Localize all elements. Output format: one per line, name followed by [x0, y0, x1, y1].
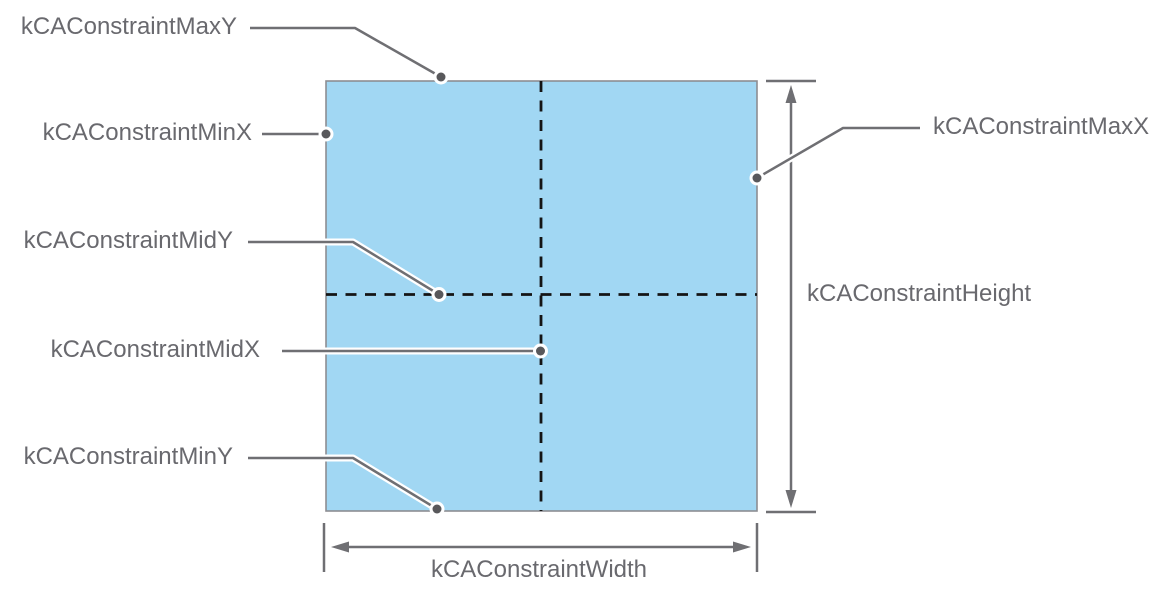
label-height: kCAConstraintHeight	[807, 280, 1032, 307]
leader-max-y	[246, 24, 449, 85]
min-y-anchor-dot	[432, 504, 442, 514]
height-dimension-arrow	[766, 79, 816, 514]
leader-min-y	[244, 454, 445, 517]
width-arrowhead-left	[331, 541, 349, 553]
label-mid-y: kCAConstraintMidY	[23, 227, 233, 254]
mid-y-anchor-dot	[434, 290, 444, 299]
mid-x-anchor-dot	[536, 346, 545, 356]
leader-max-x	[749, 124, 924, 186]
width-arrowhead-right	[733, 541, 751, 553]
label-mid-x: kCAConstraintMidX	[50, 336, 260, 363]
max-x-anchor-dot	[752, 173, 762, 183]
label-max-y: kCAConstraintMaxY	[20, 13, 237, 40]
label-max-x: kCAConstraintMaxX	[933, 113, 1150, 140]
label-width: kCAConstraintWidth	[430, 556, 648, 583]
height-arrowhead-up	[785, 85, 797, 103]
width-dimension-arrow	[322, 523, 759, 572]
height-arrowhead-down	[785, 490, 797, 508]
leader-mid-y	[244, 238, 447, 302]
min-x-anchor-dot	[321, 129, 331, 139]
leader-min-x	[258, 126, 334, 142]
label-min-x: kCAConstraintMinX	[42, 119, 252, 146]
leader-mid-x	[278, 343, 548, 359]
max-y-anchor-dot	[436, 72, 446, 82]
label-min-y: kCAConstraintMinY	[23, 443, 233, 470]
